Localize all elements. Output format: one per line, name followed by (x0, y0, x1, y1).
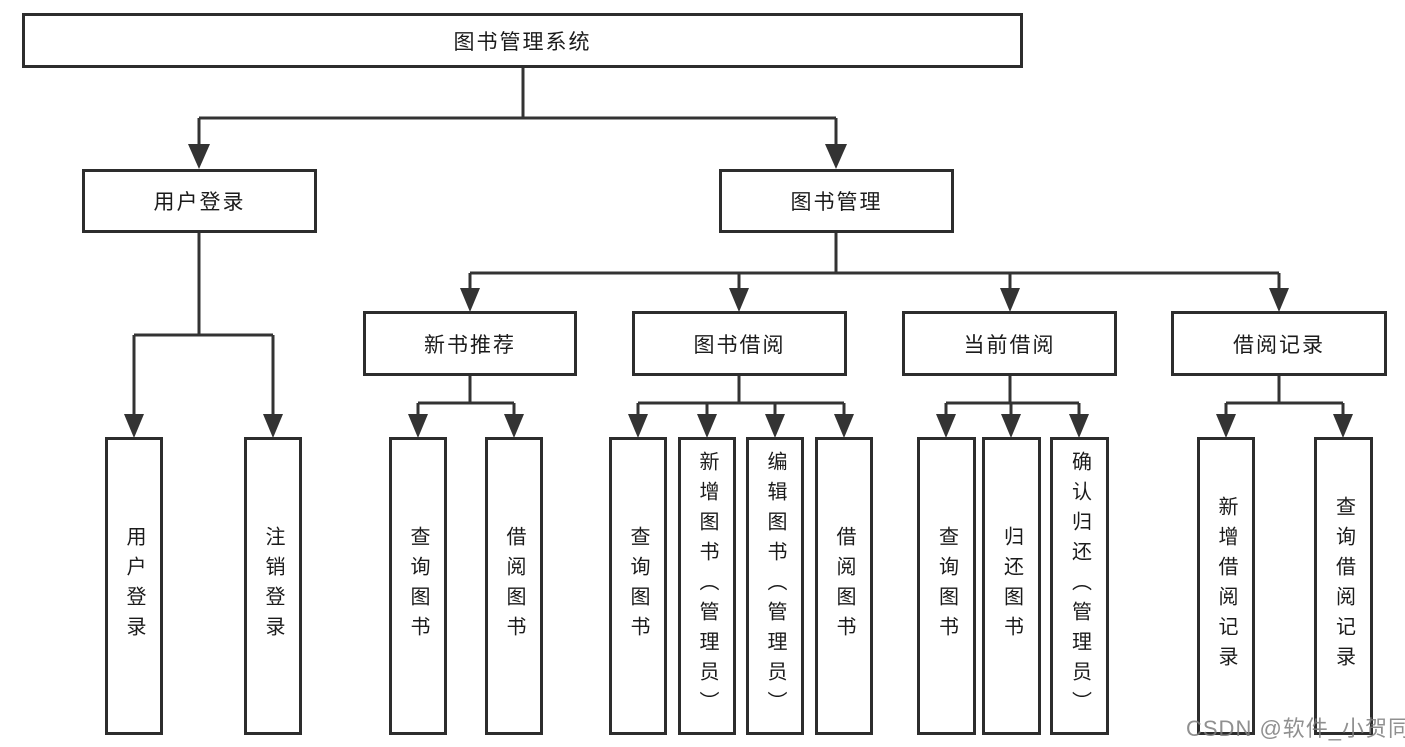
node-leaf-logout: 注销登录 (244, 437, 302, 735)
leaf-label: 新增借阅记录 (1215, 496, 1237, 676)
node-user-login: 用户登录 (82, 169, 317, 233)
node-leaf-query-borrow-record: 查询借阅记录 (1314, 437, 1373, 735)
leaf-label: 归还图书 (1000, 526, 1023, 646)
leaf-label: 确认归还（管理员） (1068, 451, 1091, 721)
node-new-book-recommend: 新书推荐 (363, 311, 577, 376)
node-leaf-query-books-current: 查询图书 (917, 437, 976, 735)
leaf-label: 借阅图书 (503, 526, 525, 646)
watermark-csdn: CSDN @软件_小贺同学 (1186, 716, 1405, 741)
node-book-borrowing: 图书借阅 (632, 311, 847, 376)
node-leaf-borrow-books-borrowing: 借阅图书 (815, 437, 873, 735)
leaf-label: 查询借阅记录 (1332, 496, 1355, 676)
leaf-label: 注销登录 (262, 526, 284, 646)
arrowheads (124, 144, 1353, 438)
node-leaf-query-books-recommend: 查询图书 (389, 437, 447, 735)
leaf-label: 借阅图书 (833, 526, 855, 646)
node-leaf-borrow-books-recommend: 借阅图书 (485, 437, 543, 735)
node-current-borrowing: 当前借阅 (902, 311, 1117, 376)
leaf-label: 新增图书（管理员） (696, 451, 718, 721)
leaf-label: 查询图书 (627, 526, 649, 646)
leaf-label: 查询图书 (407, 526, 429, 646)
node-leaf-add-books-admin: 新增图书（管理员） (678, 437, 736, 735)
node-leaf-confirm-return-admin: 确认归还（管理员） (1050, 437, 1109, 735)
node-leaf-return-books: 归还图书 (982, 437, 1041, 735)
node-book-management: 图书管理 (719, 169, 954, 233)
node-leaf-user-login: 用户登录 (105, 437, 163, 735)
node-leaf-edit-books-admin: 编辑图书（管理员） (746, 437, 804, 735)
node-borrow-records: 借阅记录 (1171, 311, 1387, 376)
leaf-label: 编辑图书（管理员） (764, 451, 786, 721)
node-leaf-query-books-borrowing: 查询图书 (609, 437, 667, 735)
node-library-system: 图书管理系统 (22, 13, 1023, 68)
node-leaf-add-borrow-record: 新增借阅记录 (1197, 437, 1255, 735)
leaf-label: 用户登录 (123, 526, 145, 646)
leaf-label: 查询图书 (935, 526, 958, 646)
